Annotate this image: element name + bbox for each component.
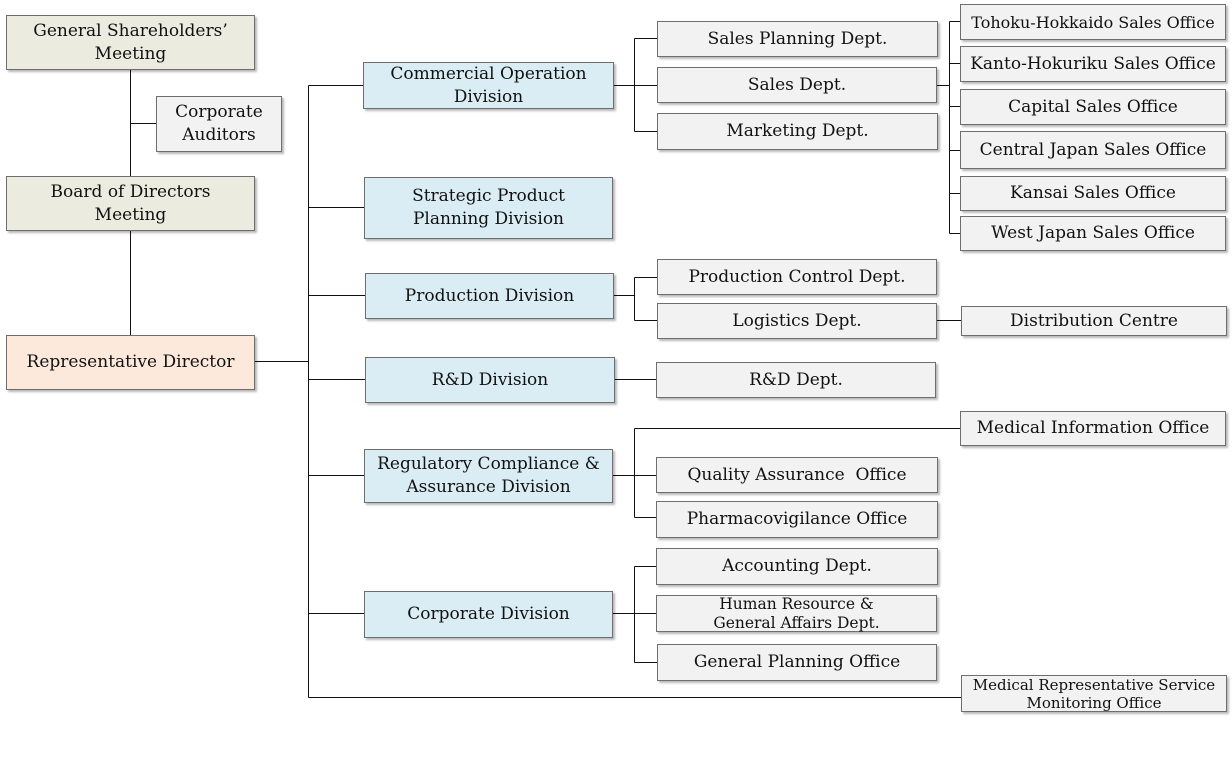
box-label: Sales Dept. [747,74,847,95]
box-label: Distribution Centre [1010,310,1178,331]
box-label: Production Control Dept. [688,266,906,287]
box-label: Regulatory Compliance & Assurance Divisi… [377,454,600,497]
box-label: Board of Directors Meeting [50,181,211,225]
box-shareholders-meeting: General Shareholders’ Meeting [6,15,255,70]
box-mr-service-monitoring-office: Medical Representative Service Monitorin… [961,675,1227,712]
box-sales-dept: Sales Dept. [657,67,937,103]
box-label: Medical Information Office [976,418,1210,438]
box-production-control-dept: Production Control Dept. [657,259,937,295]
box-label: R&D Division [431,369,549,390]
box-marketing-dept: Marketing Dept. [657,113,938,150]
box-distribution-centre: Distribution Centre [961,306,1227,336]
box-medical-information-office: Medical Information Office [960,411,1226,446]
box-pharmacovigilance-office: Pharmacovigilance Office [656,501,938,538]
box-label: General Planning Office [693,652,901,672]
box-hr-general-affairs-dept: Human Resource & General Affairs Dept. [656,595,937,632]
box-corporate-division: Corporate Division [364,591,613,638]
box-label: Central Japan Sales Office [979,139,1207,160]
box-logistics-dept: Logistics Dept. [657,303,937,339]
box-board-of-directors: Board of Directors Meeting [6,176,255,231]
box-label: Corporate Auditors [175,102,263,145]
box-label: Marketing Dept. [726,121,869,141]
box-rnd-dept: R&D Dept. [656,362,936,398]
box-sales-office: Capital Sales Office [960,89,1226,125]
box-label: Representative Director [26,352,235,372]
box-sales-office: West Japan Sales Office [960,216,1226,251]
box-label: Sales Planning Dept. [707,28,888,49]
box-label: Capital Sales Office [1008,96,1178,117]
box-label: Accounting Dept. [722,556,872,576]
box-corporate-auditors: Corporate Auditors [156,96,282,152]
box-rnd-division: R&D Division [365,357,615,403]
box-sales-office: Kanto-Hokuriku Sales Office [960,46,1226,82]
box-label: Medical Representative Service Monitorin… [972,675,1216,712]
box-sales-office: Kansai Sales Office [960,176,1226,211]
box-sales-planning-dept: Sales Planning Dept. [657,21,938,57]
box-quality-assurance-office: Quality Assurance Office [656,457,938,493]
box-strategic-product-planning-division: Strategic Product Planning Division [364,177,613,239]
box-label: Human Resource & General Affairs Dept. [713,594,880,632]
box-representative-director: Representative Director [6,335,255,390]
box-label: General Shareholders’ Meeting [33,20,228,64]
box-label: Kansai Sales Office [1010,183,1176,203]
box-label: Quality Assurance Office [687,464,907,485]
box-label: Production Division [404,285,575,306]
box-label: Logistics Dept. [732,310,862,331]
box-label: Kanto-Hokuriku Sales Office [970,53,1216,74]
box-regulatory-compliance-division: Regulatory Compliance & Assurance Divisi… [364,449,613,503]
box-label: Tohoku-Hokkaido Sales Office [971,12,1215,32]
box-label: West Japan Sales Office [991,223,1195,243]
box-label: R&D Dept. [749,369,843,390]
box-sales-office: Tohoku-Hokkaido Sales Office [960,4,1226,40]
box-sales-office: Central Japan Sales Office [960,131,1226,169]
box-general-planning-office: General Planning Office [657,644,937,681]
box-label: Commercial Operation Division [390,63,587,107]
box-label: Pharmacovigilance Office [686,509,908,529]
box-commercial-operation-division: Commercial Operation Division [363,62,614,109]
box-production-division: Production Division [365,273,614,319]
box-accounting-dept: Accounting Dept. [656,548,938,585]
box-label: Corporate Division [407,604,570,624]
box-label: Strategic Product Planning Division [412,186,565,229]
